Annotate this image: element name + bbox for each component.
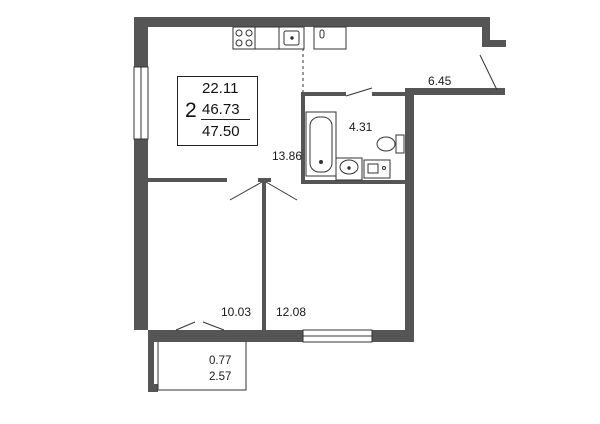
- partition-bath-left: [301, 92, 305, 180]
- wall-balcony-left: [148, 330, 154, 392]
- door-bathroom: [345, 87, 373, 97]
- wall-left-lower: [134, 139, 148, 330]
- fridge-icon: [313, 26, 347, 50]
- wall-left-upper: [134, 17, 148, 67]
- partition-bedrooms: [262, 178, 266, 330]
- total-area-value: 46.73: [202, 101, 240, 118]
- counter-icon: [254, 26, 280, 50]
- bathroom-fixtures: [305, 111, 405, 181]
- room-area-balcony-reduced: 0.77: [209, 355, 232, 367]
- room-area-hall: 6.45: [428, 74, 452, 88]
- door-bedroom-right: [265, 181, 298, 201]
- partitions: [148, 92, 407, 330]
- room-area-bedroom-right: 12.08: [276, 305, 307, 319]
- room-area-bathroom: 4.31: [349, 120, 373, 134]
- wall-balcony-foot: [148, 384, 158, 392]
- kitchen-fixtures: [232, 26, 347, 50]
- rooms-count: 2: [185, 99, 197, 122]
- doors: [175, 54, 498, 331]
- door-entrance: [479, 54, 498, 91]
- wall-east: [405, 88, 414, 342]
- wall-right-stub-foot: [482, 40, 506, 47]
- door-balcony-left: [175, 321, 196, 331]
- wall-bottom-right: [372, 330, 414, 342]
- stove-icon: [232, 26, 256, 50]
- partition-bath-top-right: [372, 92, 407, 96]
- wall-right-stub: [482, 17, 490, 47]
- living-area-value: 22.11: [202, 80, 239, 97]
- room-area-balcony-full: 2.57: [209, 371, 232, 383]
- balcony: [157, 342, 247, 391]
- wall-top: [134, 17, 489, 27]
- toilet-tank-icon: [395, 134, 405, 154]
- partition-bedroom-top: [148, 178, 227, 182]
- room-area-bedroom-left: 10.03: [221, 305, 252, 319]
- toilet-bowl-icon: [376, 136, 396, 152]
- wall-bottom: [148, 330, 303, 342]
- partition-bath-bottom: [301, 180, 407, 184]
- door-balcony-right: [202, 321, 225, 331]
- room-area-kitchen-living: 13.86: [272, 149, 303, 163]
- door-bedroom-left: [229, 181, 263, 201]
- walls: [134, 17, 506, 392]
- area-summary-box: 2 22.11 46.73 47.50: [177, 76, 258, 146]
- windows: [133, 66, 373, 343]
- total-area-with-balcony-value: 47.50: [202, 123, 240, 140]
- area-divider: [201, 119, 250, 120]
- wall-hall-right: [405, 88, 505, 95]
- partition-bath-top: [301, 92, 346, 96]
